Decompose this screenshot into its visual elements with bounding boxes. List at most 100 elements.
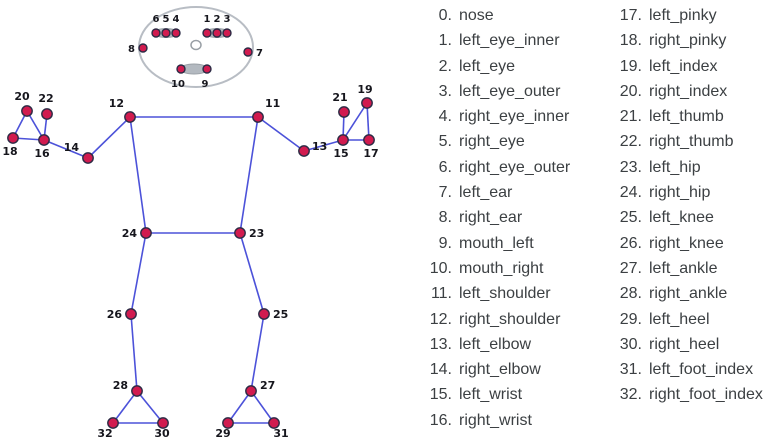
legend-item: 24.right_hip [614,180,763,205]
legend-item: 32.right_foot_index [614,382,763,407]
legend-item: 4.right_eye_inner [424,104,600,129]
landmark-point [171,28,181,38]
landmark-point [361,97,373,109]
landmark-point [222,28,232,38]
landmark-point [252,111,264,123]
point-label: 5 [163,14,170,25]
legend-number: 7. [438,184,452,202]
point-label: 13 [312,140,327,153]
landmark-point [151,28,161,38]
legend-label: left_eye_inner [459,32,560,50]
point-label: 25 [273,308,288,321]
point-label: 22 [38,92,53,105]
bone-line [342,102,368,141]
legend-label: left_elbow [459,335,532,353]
legend-item: 30.right_heel [614,332,763,357]
point-label: 3 [224,14,231,25]
landmark-point [298,145,310,157]
legend-item: 10. mouth_right [424,256,600,281]
landmark-point [138,43,148,53]
legend-label: left_shoulder [459,285,551,303]
legend-number: 10. [429,259,452,277]
legend-item: 13.left_elbow [424,332,600,357]
legend-number: 8. [438,209,452,227]
landmark-point [338,106,350,118]
legend-item: 28. right_ankle [614,281,763,306]
legend-label: right_hip [649,184,711,202]
legend-number: 12. [429,310,452,328]
legend-label: right_eye_inner [459,108,570,126]
landmark-point [258,308,270,320]
legend-item: 0.nose [424,3,600,28]
legend-label: right_ear [459,209,523,227]
point-label: 1 [204,14,211,25]
legend-label: right_wrist [459,411,532,429]
legend-number: 23. [619,158,642,176]
legend-number: 28. [619,285,642,303]
legend-label: left_thumb [649,108,724,126]
legend-number: 3. [438,82,452,100]
point-label: 30 [154,427,170,438]
legend-item: 25. left_knee [614,205,763,230]
legend-label: right_elbow [459,361,541,379]
landmark-point [337,134,349,146]
point-label: 10 [171,79,185,90]
point-label: 23 [249,227,264,240]
legend-label: nose [459,7,494,24]
point-label: 31 [273,427,288,438]
nose-marker [190,39,202,51]
legend-label: left_hip [649,158,701,176]
legend-item: 3.left_eye_outer [424,79,600,104]
point-label: 19 [357,83,372,96]
legend-label: right_foot_index [649,386,763,404]
legend-item: 18.right_pinky [614,28,763,53]
point-label: 20 [14,90,30,103]
bone-line [87,116,131,159]
point-label: 14 [64,141,80,154]
legend-item: 7.left_ear [424,180,600,205]
legend-number: 25. [619,209,642,227]
legend-number: 5. [438,133,452,151]
point-label: 26 [107,308,123,321]
bone-line [129,116,147,234]
point-label: 15 [333,147,348,160]
legend-label: right_ankle [649,285,728,303]
point-label: 29 [215,427,230,438]
legend-item: 5.right_eye [424,129,600,154]
legend-item: 2.left_eye [424,54,600,79]
legend-item: 22.right_thumb [614,129,763,154]
point-label: 28 [113,379,128,392]
legend-label: left_eye [459,57,516,75]
point-label: 27 [260,379,275,392]
legend-item: 15.left_wrist [424,382,600,407]
legend-number: 26. [619,234,642,252]
landmark-point [82,152,94,164]
legend-label: right_thumb [649,133,734,151]
landmark-point [161,28,171,38]
legend-label: left_index [649,57,718,75]
legend-label: left_heel [649,310,710,328]
landmark-point [243,47,253,57]
legend-number: 27. [619,259,642,277]
legend-number: 1. [438,32,452,50]
landmark-point [140,227,152,239]
legend-number: 9. [438,234,452,252]
landmark-point [212,28,222,38]
bone-line [130,313,138,392]
landmark-point [7,132,19,144]
bone-line [366,102,370,141]
legend-label: mouth_right [459,259,544,277]
legend-item: 16.right_wrist [424,408,600,433]
legend-item: 14.right_elbow [424,357,600,382]
point-label: 24 [122,227,138,240]
legend-item: 9.mouth_left [424,231,600,256]
landmark-point [124,111,136,123]
legend-label: left_knee [649,209,714,227]
point-label: 16 [34,147,50,160]
bone-line [227,390,252,424]
legend-label: left_foot_index [649,361,754,379]
landmark-point [234,227,246,239]
legend-item: 31.left_foot_index [614,357,763,382]
